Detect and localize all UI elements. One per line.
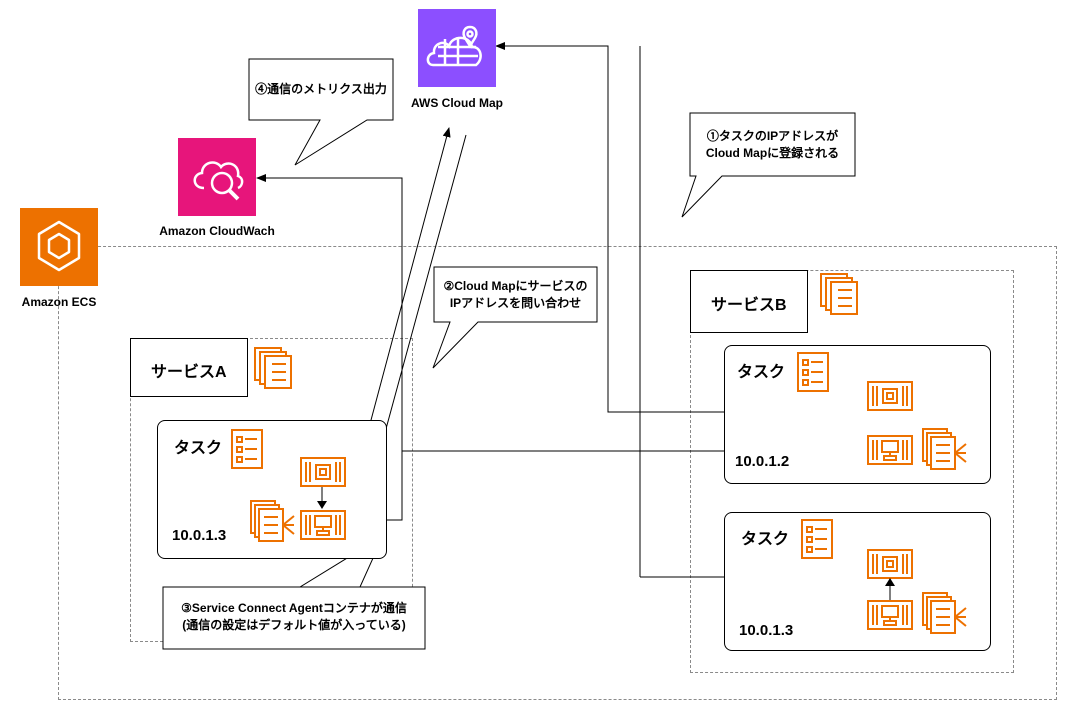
cloudwatch-label: Amazon CloudWach <box>159 224 275 238</box>
service-b-task-1-title: タスク <box>737 364 786 381</box>
service-a-service-icon <box>254 347 292 389</box>
cloud-map-icon <box>418 9 496 87</box>
service-b-task-2-icon <box>801 519 833 559</box>
service-b-task-1-icon <box>797 352 829 392</box>
service-b-task-1-agent-container-icon <box>867 435 913 465</box>
service-b-task-2-service-connect-icon <box>922 592 967 634</box>
service-a-task-title: タスク <box>174 440 223 457</box>
service-b-task-1-service-connect-icon <box>922 428 967 470</box>
callout-1-text: ①タスクのIPアドレスが Cloud Mapに登録される <box>690 128 855 162</box>
service-a-title-box: サービスA <box>130 338 248 397</box>
service-a-service-connect-icon <box>250 500 295 542</box>
service-b-task-1-app-container-icon <box>867 381 913 411</box>
cloudwatch-icon <box>178 138 256 216</box>
service-b-service-icon <box>820 273 858 315</box>
ecs-icon <box>20 208 98 286</box>
callout-4-line1: ④通信のメトリクス出力 <box>255 82 387 96</box>
service-b-task-1-ip: 10.0.1.2 <box>735 453 790 470</box>
callout-3-text: ③Service Connect Agentコンテナが通信 (通信の設定はデフォ… <box>163 600 425 634</box>
service-b-task-2-agent-container-icon <box>867 600 913 630</box>
callout-2-line1: ②Cloud Mapにサービスの <box>443 279 588 293</box>
service-b-boundary <box>690 270 1014 673</box>
callout-1-line1: ①タスクのIPアドレスが <box>706 129 839 143</box>
ecs-cluster-boundary <box>58 246 1057 700</box>
service-a-app-container-icon <box>300 457 346 487</box>
register-arrow <box>495 42 724 413</box>
callout-1-line2: Cloud Mapに登録される <box>705 146 840 160</box>
service-a-agent-container-icon <box>300 510 346 540</box>
callout-4-text: ④通信のメトリクス出力 <box>249 80 393 97</box>
service-a-task-ip: 10.0.1.3 <box>172 527 227 544</box>
service-b-task-2-ip: 10.0.1.3 <box>739 622 794 639</box>
service-b-title: サービスB <box>711 297 787 314</box>
service-b-task-2-internal-arrow <box>885 578 895 600</box>
service-a-internal-arrow <box>317 487 327 509</box>
service-a-title: サービスA <box>151 364 227 381</box>
cloud-map-label: AWS Cloud Map <box>411 96 503 110</box>
service-a-task-icon <box>231 429 263 469</box>
callout-3-line1: ③Service Connect Agentコンテナが通信 <box>181 601 407 615</box>
service-b-task-2-title: タスク <box>741 531 790 548</box>
ecs-label: Amazon ECS <box>21 295 97 309</box>
callout-2-text: ②Cloud Mapにサービスの IPアドレスを問い合わせ <box>434 278 597 312</box>
service-b-task-2-app-container-icon <box>867 549 913 579</box>
callout-3-line2: (通信の設定はデフォルト値が入っている) <box>182 618 406 632</box>
service-b-title-box: サービスB <box>690 270 808 333</box>
callout-2-line2: IPアドレスを問い合わせ <box>449 296 582 310</box>
